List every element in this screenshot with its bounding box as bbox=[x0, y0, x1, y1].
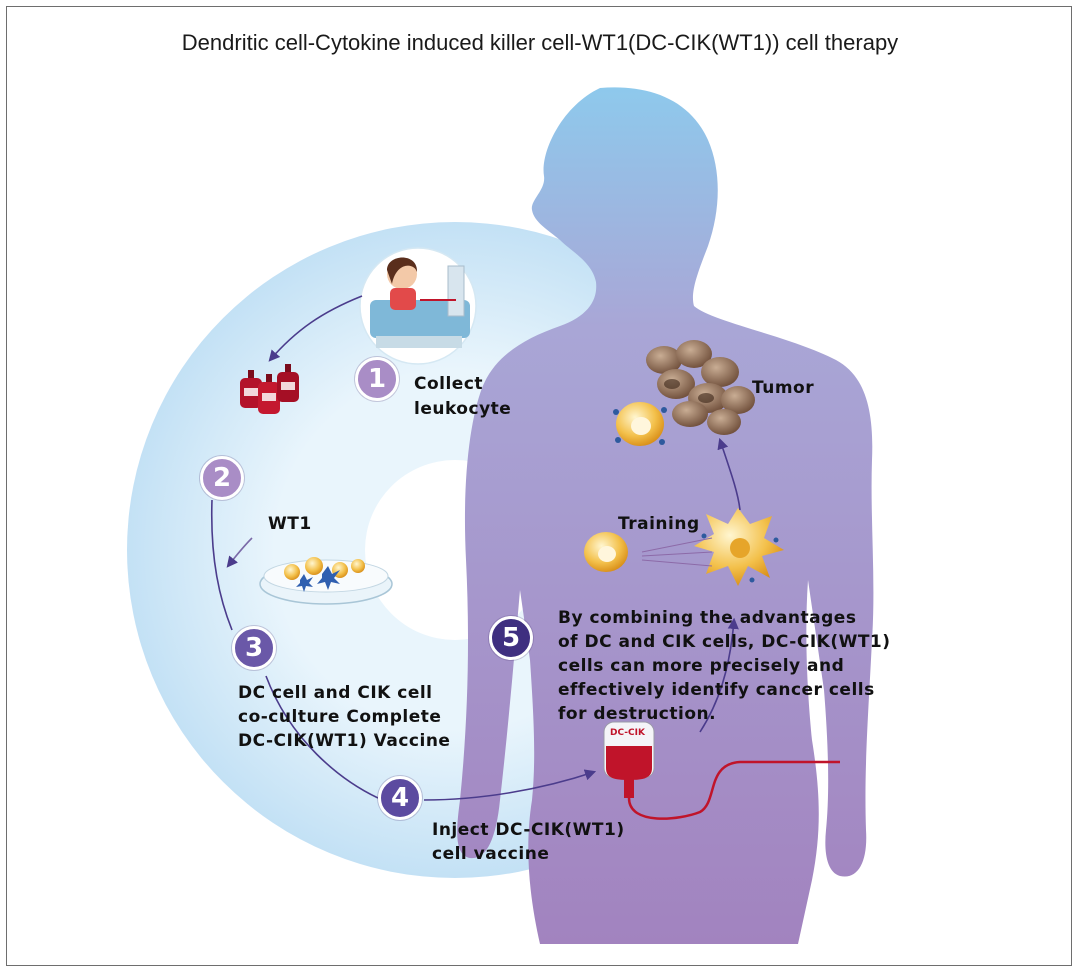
infusion-bag bbox=[603, 721, 655, 798]
step-2-label: WT1 bbox=[268, 514, 312, 534]
blood-bags-icon bbox=[240, 364, 299, 414]
donor-illustration bbox=[359, 247, 477, 365]
flow-arrows bbox=[210, 295, 741, 801]
step-4-badge: 4 bbox=[378, 776, 422, 820]
step-5-label-line-5: for destruction. bbox=[558, 704, 717, 724]
figure-frame bbox=[6, 6, 1072, 966]
step-5-label-line-4: effectively identify cancer cells bbox=[558, 680, 875, 700]
bag-label: DC-CIK bbox=[610, 728, 645, 738]
step-5-label-line-1: By combining the advantages bbox=[558, 608, 857, 628]
step-3-badge: 3 bbox=[232, 626, 276, 670]
step-3-label-line-3: DC-CIK(WT1) Vaccine bbox=[238, 731, 451, 751]
dendritic-cell bbox=[694, 508, 784, 586]
step-3-label-line-1: DC cell and CIK cell bbox=[238, 683, 433, 703]
tumor-label: Tumor bbox=[752, 378, 815, 398]
step-4-label-line-2: cell vaccine bbox=[432, 844, 550, 864]
step-4-label-line-1: Inject DC-CIK(WT1) bbox=[432, 820, 625, 840]
step-1-badge: 1 bbox=[355, 357, 399, 401]
step-3-label-line-2: co-culture Complete bbox=[238, 707, 442, 727]
step-2-badge: 2 bbox=[200, 456, 244, 500]
step-5-badge: 5 bbox=[489, 616, 533, 660]
tumor-cluster bbox=[646, 340, 755, 435]
step-5-label-line-3: cells can more precisely and bbox=[558, 656, 845, 676]
cik-cell bbox=[584, 532, 628, 572]
killer-cell-attacking bbox=[613, 402, 667, 446]
human-silhouette bbox=[457, 87, 874, 945]
step-5-label-line-2: of DC and CIK cells, DC-CIK(WT1) bbox=[558, 632, 891, 652]
step-1-label-line-2: leukocyte bbox=[414, 399, 512, 419]
petri-dish-illustration bbox=[259, 557, 393, 605]
iv-tube bbox=[627, 760, 840, 820]
figure-title: Dendritic cell-Cytokine induced killer c… bbox=[181, 30, 899, 55]
training-lines bbox=[641, 537, 713, 567]
step-1-label-line-1: Collect bbox=[414, 374, 484, 394]
training-label: Training bbox=[618, 514, 700, 534]
